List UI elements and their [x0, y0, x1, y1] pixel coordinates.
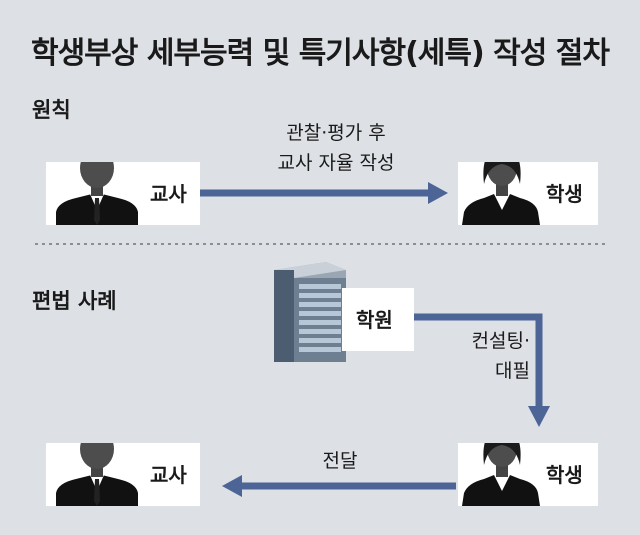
consult-label: 컨설팅· 대필	[430, 326, 530, 386]
consult-label-line2: 대필	[495, 360, 530, 382]
server-icon	[274, 262, 346, 362]
student-label-illegal: 학생	[546, 463, 583, 487]
deliver-arrow-head	[222, 475, 242, 497]
academy-label: 학원	[356, 308, 393, 332]
arrow-label-principle-line1: 관찰·평가 후	[286, 122, 386, 144]
teacher-label-illegal: 교사	[150, 463, 187, 487]
teacher-card-illegal: 교사	[46, 443, 200, 506]
arrow-label-principle: 관찰·평가 후 교사 자율 작성	[246, 118, 426, 178]
student-card-principle: 학생	[458, 162, 598, 225]
student-card-illegal: 학생	[458, 443, 598, 506]
teacher-card-principle: 교사	[46, 162, 200, 225]
student-label-principle: 학생	[546, 182, 583, 206]
teacher-icon	[56, 162, 138, 225]
page-title: 학생부상 세부능력 및 특기사항(세특) 작성 절차	[30, 36, 610, 71]
deliver-label: 전달	[322, 450, 358, 472]
principle-arrow-head	[428, 182, 448, 204]
section-label-principle: 원칙	[32, 98, 71, 122]
arrow-label-principle-line2: 교사 자율 작성	[277, 152, 395, 174]
teacher-label-principle: 교사	[150, 182, 187, 206]
consult-label-line1: 컨설팅·	[471, 330, 530, 352]
teacher-icon	[56, 443, 138, 506]
consult-arrow-head	[528, 406, 550, 427]
student-icon	[462, 443, 540, 506]
student-icon	[462, 162, 540, 225]
section-label-illegal: 편법 사례	[32, 289, 117, 313]
consult-arrow-line	[414, 313, 543, 408]
academy-card: 학원	[342, 288, 414, 351]
